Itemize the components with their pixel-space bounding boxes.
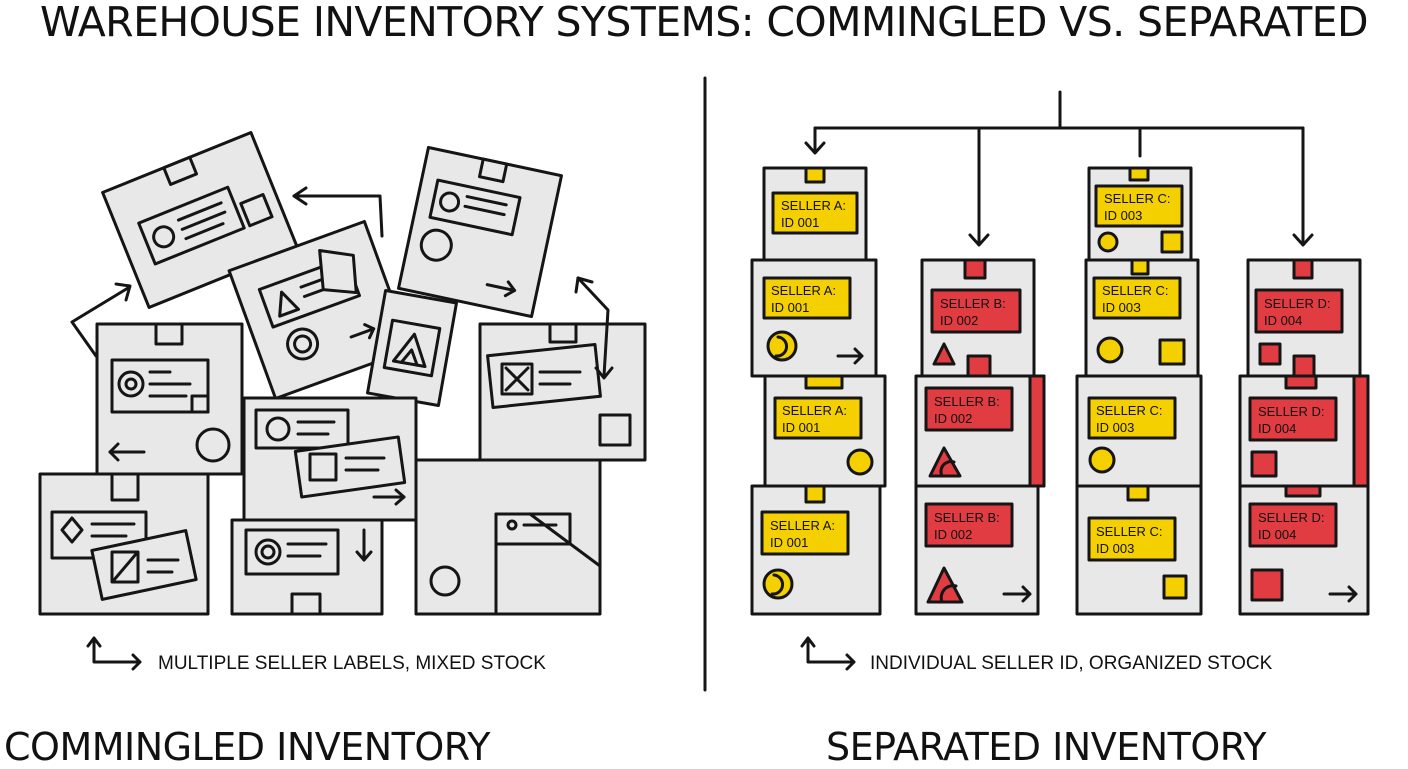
seller-b-id: ID 002 xyxy=(934,411,972,426)
page-title: WAREHOUSE INVENTORY SYSTEMS: COMMINGLED … xyxy=(40,0,1369,46)
seller-c-id: ID 003 xyxy=(1104,208,1142,223)
separated-tree xyxy=(804,90,1314,247)
seller-c-label: SELLER C: xyxy=(1104,191,1170,206)
seller-c-label: SELLER C: xyxy=(1102,283,1168,298)
commingled-heading: COMMINGLED INVENTORY xyxy=(4,725,491,769)
seller-b-label: SELLER B: xyxy=(934,394,1000,409)
commingled-pile xyxy=(38,131,647,616)
seller-c-id: ID 003 xyxy=(1096,541,1134,556)
commingled-box xyxy=(242,396,418,522)
commingled-box xyxy=(95,322,244,476)
seller-d-label: SELLER D: xyxy=(1264,296,1330,311)
column-seller-b: SELLER B: ID 002 SELLER B: ID 002 SELLER… xyxy=(914,258,1046,616)
commingled-box xyxy=(230,518,384,616)
commingled-box xyxy=(414,458,602,616)
seller-d-id: ID 004 xyxy=(1258,421,1296,436)
seller-b-id: ID 002 xyxy=(940,313,978,328)
seller-d-id: ID 004 xyxy=(1258,527,1296,542)
seller-c-label: SELLER C: xyxy=(1096,403,1162,418)
caption-arrow-icon xyxy=(800,636,856,671)
seller-a-label: SELLER A: xyxy=(781,198,846,213)
commingled-box xyxy=(397,145,563,319)
column-seller-a: SELLER A: ID 001 SELLER A: ID 001 SELLER… xyxy=(750,166,887,616)
caption-arrow-icon xyxy=(86,636,142,671)
commingled-box xyxy=(38,472,210,616)
seller-b-label: SELLER B: xyxy=(940,296,1006,311)
commingled-box xyxy=(227,219,413,401)
commingled-box xyxy=(478,322,647,462)
seller-b-label: SELLER B: xyxy=(934,510,1000,525)
seller-a-label: SELLER A: xyxy=(771,283,836,298)
separated-heading: SEPARATED INVENTORY xyxy=(826,725,1266,769)
seller-a-id: ID 001 xyxy=(782,420,820,435)
seller-a-label: SELLER A: xyxy=(782,403,847,418)
column-seller-c: SELLER C: ID 003 SELLER C: ID 00З SELLER… xyxy=(1075,166,1203,616)
seller-d-label: SELLER D: xyxy=(1258,404,1324,419)
seller-a-id: ID 001 xyxy=(771,300,809,315)
seller-d-id: ID 004 xyxy=(1264,313,1302,328)
seller-d-label: SELLER D: xyxy=(1258,510,1324,525)
commingled-caption: MULTIPLE SELLER LABELS, MIXED STOCK xyxy=(158,653,546,674)
seller-c-id: ID 003 xyxy=(1096,420,1134,435)
seller-c-label: SELLER C: xyxy=(1096,524,1162,539)
seller-a-id: ID 001 xyxy=(770,535,808,550)
seller-c-id: ID 00З xyxy=(1102,300,1141,315)
separated-caption: INDIVIDUAL SELLER ID, ORGANIZED STOCK xyxy=(870,653,1273,674)
seller-b-id: ID 002 xyxy=(934,527,972,542)
seller-a-label: SELLER A: xyxy=(770,518,835,533)
column-seller-d: SELLER D: ID 004 SELLER D: ID 004 SELLER… xyxy=(1238,258,1370,616)
seller-a-id: ID 001 xyxy=(781,215,819,230)
